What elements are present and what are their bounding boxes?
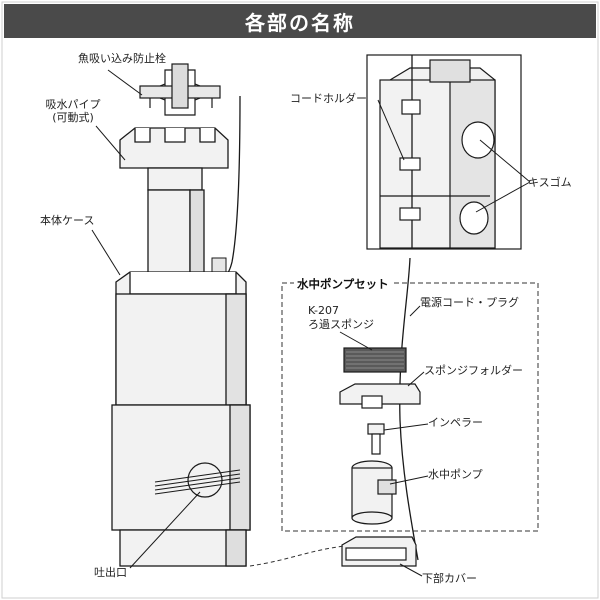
- impeller-drawing: [368, 424, 384, 454]
- label-bottom-cover: 下部カバー: [422, 572, 477, 585]
- label-cord-holder: コードホルダー: [290, 92, 367, 105]
- power-cord-drawing: [216, 96, 240, 276]
- leader-lines-pump: [340, 306, 428, 576]
- label-power-cord: 電源コード・プラグ: [420, 296, 519, 309]
- label-intake-pipe-movable: (可動式): [38, 111, 108, 124]
- label-suction-cup: キスゴム: [528, 176, 572, 189]
- label-intake-pipe: 吸水パイプ: [38, 98, 108, 111]
- connector-line: [250, 546, 345, 566]
- inset-drawing: [367, 55, 521, 249]
- label-body-case: 本体ケース: [40, 214, 94, 227]
- label-sponge-model: K-207: [308, 304, 339, 317]
- sponge-holder-drawing: [340, 384, 420, 408]
- pump-set-title: 水中ポンプセット: [294, 276, 392, 292]
- label-sponge-name: ろ過スポンジ: [308, 318, 374, 331]
- label-pump: 水中ポンプ: [428, 468, 483, 481]
- sponge-drawing: [344, 348, 406, 372]
- label-impeller: インペラー: [428, 416, 483, 429]
- anti-fish-plug-drawing: [140, 64, 220, 115]
- label-anti-fish-plug: 魚吸い込み防止栓: [62, 52, 182, 65]
- bottom-cover-drawing: [342, 537, 416, 566]
- label-outlet: 吐出口: [94, 566, 127, 579]
- pump-drawing: [352, 461, 396, 524]
- body-case-drawing: [112, 272, 250, 566]
- label-sponge-holder: スポンジフォルダー: [424, 364, 523, 377]
- pump-cord-drawing: [400, 258, 418, 560]
